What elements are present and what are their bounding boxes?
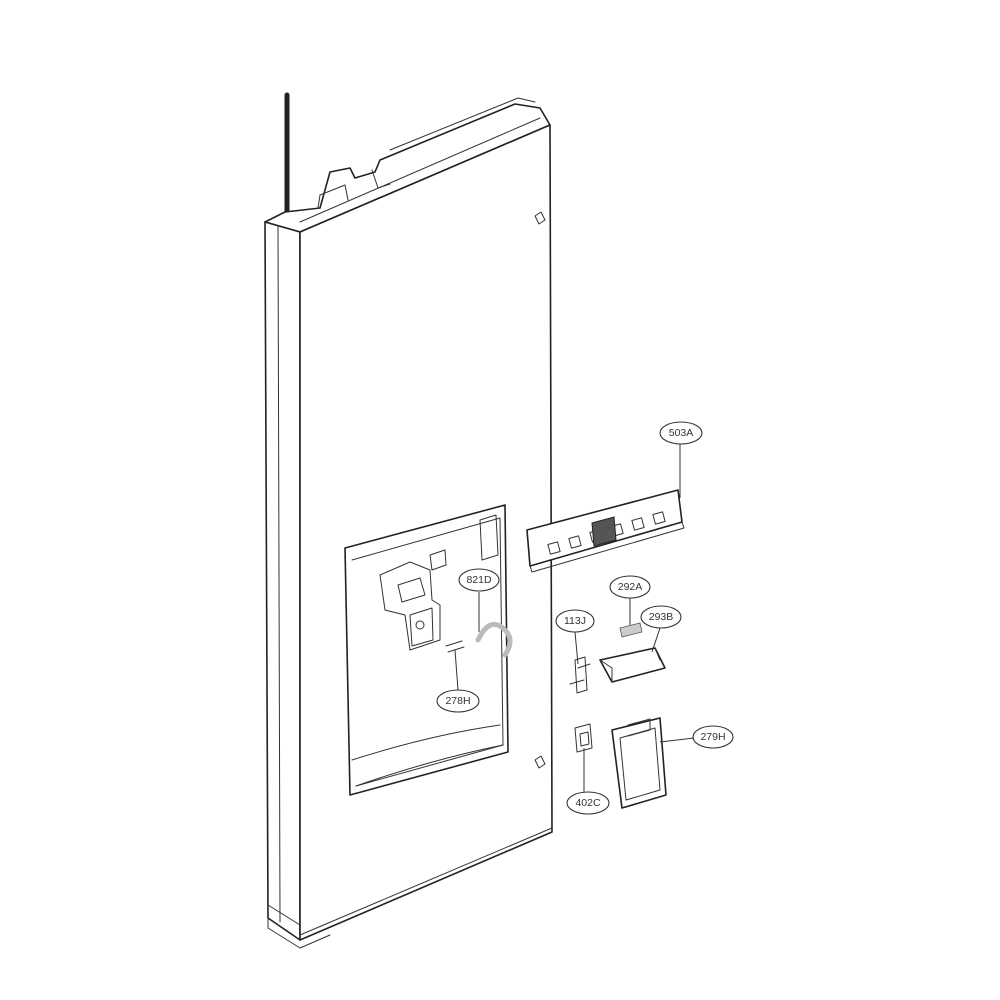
cover-293B (599, 647, 666, 683)
callout-402C: 402C (566, 791, 610, 815)
callout-113J: 113J (555, 609, 595, 633)
callout-label: 821D (466, 574, 492, 586)
callout-label: 293B (649, 611, 674, 623)
switch-113J (569, 656, 591, 694)
callout-label: 503A (669, 427, 694, 439)
callout-293B: 293B (640, 605, 682, 629)
door-assembly (264, 97, 553, 949)
callout-821D: 821D (458, 568, 500, 592)
switch-402C (574, 723, 593, 753)
callout-label: 113J (564, 615, 586, 627)
callout-label: 278H (445, 695, 470, 707)
callout-label: 292A (618, 581, 643, 593)
callout-278H: 278H (436, 689, 480, 713)
pad-292A (619, 622, 643, 638)
leader-lines (454, 444, 695, 792)
callout-292A: 292A (609, 575, 651, 599)
lever-279H (611, 717, 667, 809)
clip-278H (445, 640, 465, 653)
dispenser-recess (344, 504, 509, 796)
callout-label: 279H (700, 731, 725, 743)
callout-503A: 503A (659, 421, 703, 445)
control-panel-503A (526, 489, 685, 573)
callout-279H: 279H (692, 725, 734, 749)
tube-821D (475, 621, 513, 658)
callout-label: 402C (575, 797, 601, 809)
